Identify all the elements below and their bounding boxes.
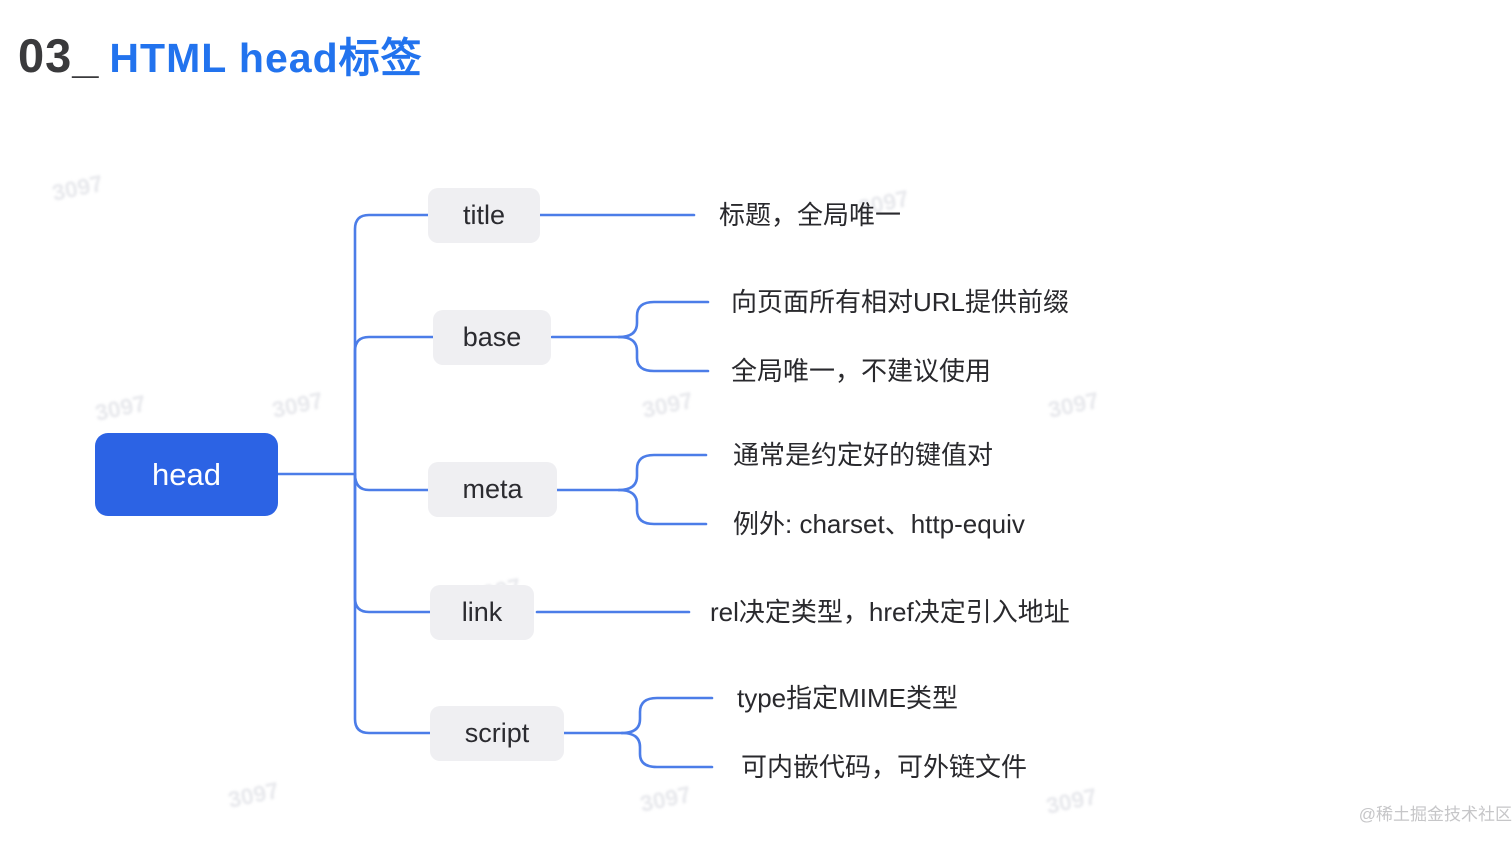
node-script: script <box>430 706 564 761</box>
node-script-label: script <box>464 718 530 748</box>
node-meta-label: meta <box>462 474 523 504</box>
page-title: 03_HTML head标签 <box>18 24 423 84</box>
node-link-label: link <box>461 597 503 627</box>
mindmap-root-node: head <box>95 433 278 516</box>
leaf-meta-note-2: 例外: charset、http-equiv <box>733 509 1025 539</box>
node-meta: meta <box>428 462 557 517</box>
node-base: base <box>433 310 551 365</box>
page-title-text: HTML head标签 <box>109 35 423 81</box>
leaf-base-note-1: 向页面所有相对URL提供前缀 <box>731 287 1070 317</box>
leaf-link-note: rel决定类型，href决定引入地址 <box>710 597 1070 627</box>
root-node-label: head <box>152 456 221 492</box>
leaf-script-note-2: 可内嵌代码，可外链文件 <box>741 752 1028 782</box>
leaf-base-note-2: 全局唯一，不建议使用 <box>731 356 992 386</box>
node-base-label: base <box>462 322 522 352</box>
node-title: title <box>428 188 540 243</box>
credit-watermark: @稀土掘金技术社区 <box>1358 805 1512 824</box>
leaf-title-note: 标题，全局唯一 <box>719 200 902 230</box>
node-link: link <box>430 585 534 640</box>
page-title-number: 03_ <box>18 29 100 82</box>
leaf-meta-note-1: 通常是约定好的键值对 <box>733 440 994 470</box>
leaf-script-note-1: type指定MIME类型 <box>737 683 959 713</box>
node-title-label: title <box>462 200 506 230</box>
